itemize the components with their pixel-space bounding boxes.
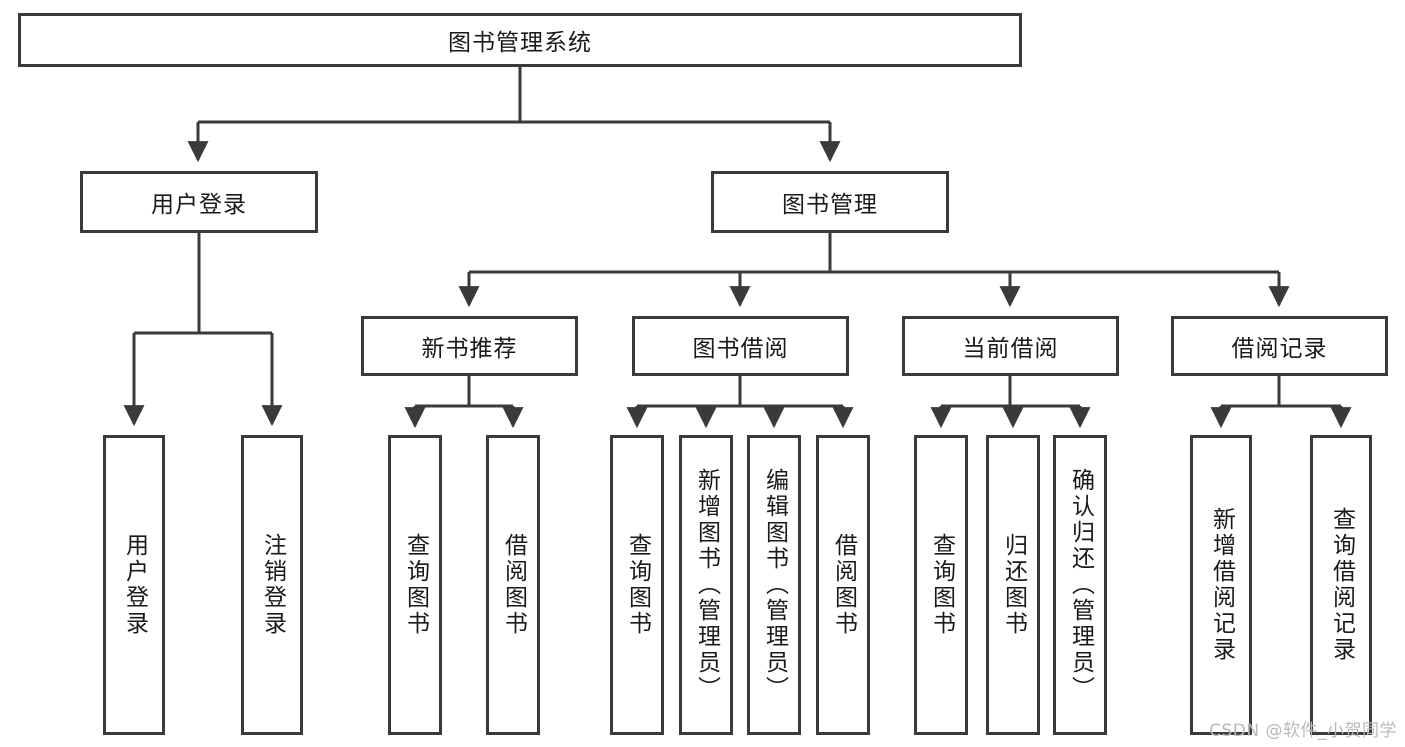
node-user-login[interactable]: 用户登录 bbox=[80, 171, 318, 233]
watermark: CSDN @软件_小贺同学 bbox=[1209, 721, 1397, 741]
node-book-borrow-label: 图书借阅 bbox=[692, 336, 789, 362]
node-leaf-query-record[interactable]: 查询借阅记录 bbox=[1310, 435, 1372, 735]
node-new-book-recommend-label: 新书推荐 bbox=[421, 336, 518, 362]
node-leaf-logout[interactable]: 注销登录 bbox=[241, 435, 303, 735]
node-leaf-confirm-return[interactable]: 确认归还（管理员） bbox=[1053, 435, 1107, 735]
node-leaf-borrow-book-bb[interactable]: 借阅图书 bbox=[816, 435, 870, 735]
node-borrow-record-label: 借阅记录 bbox=[1231, 336, 1328, 362]
node-leaf-query-record-label: 查询借阅记录 bbox=[1328, 507, 1355, 663]
node-leaf-confirm-return-label: 确认归还（管理员） bbox=[1067, 468, 1094, 702]
node-current-borrow[interactable]: 当前借阅 bbox=[902, 316, 1119, 376]
node-leaf-query-book-cb-label: 查询图书 bbox=[928, 533, 955, 637]
node-leaf-borrow-book-bb-label: 借阅图书 bbox=[830, 533, 857, 637]
node-leaf-user-login-label: 用户登录 bbox=[121, 533, 148, 637]
node-leaf-edit-book-label: 编辑图书（管理员） bbox=[761, 468, 788, 702]
node-root[interactable]: 图书管理系统 bbox=[18, 13, 1022, 67]
node-book-manage[interactable]: 图书管理 bbox=[711, 171, 949, 233]
node-user-login-label: 用户登录 bbox=[151, 192, 247, 218]
node-leaf-return-book[interactable]: 归还图书 bbox=[986, 435, 1040, 735]
node-leaf-logout-label: 注销登录 bbox=[259, 533, 286, 637]
node-borrow-record[interactable]: 借阅记录 bbox=[1171, 316, 1388, 376]
node-leaf-add-book-label: 新增图书（管理员） bbox=[693, 468, 720, 702]
node-leaf-borrow-book-nb-label: 借阅图书 bbox=[500, 533, 527, 637]
node-leaf-query-book-bb-label: 查询图书 bbox=[624, 533, 651, 637]
node-new-book-recommend[interactable]: 新书推荐 bbox=[361, 316, 578, 376]
node-leaf-query-book-bb[interactable]: 查询图书 bbox=[610, 435, 664, 735]
node-leaf-return-book-label: 归还图书 bbox=[1000, 533, 1027, 637]
node-leaf-query-book-nb[interactable]: 查询图书 bbox=[388, 435, 442, 735]
node-leaf-add-record-label: 新增借阅记录 bbox=[1208, 507, 1235, 663]
node-current-borrow-label: 当前借阅 bbox=[962, 336, 1059, 362]
node-leaf-borrow-book-nb[interactable]: 借阅图书 bbox=[486, 435, 540, 735]
node-leaf-edit-book[interactable]: 编辑图书（管理员） bbox=[747, 435, 801, 735]
node-leaf-user-login[interactable]: 用户登录 bbox=[103, 435, 165, 735]
node-book-borrow[interactable]: 图书借阅 bbox=[632, 316, 849, 376]
node-root-label: 图书管理系统 bbox=[448, 30, 592, 56]
node-leaf-query-book-cb[interactable]: 查询图书 bbox=[914, 435, 968, 735]
node-book-manage-label: 图书管理 bbox=[782, 192, 878, 218]
node-leaf-add-book[interactable]: 新增图书（管理员） bbox=[679, 435, 733, 735]
node-leaf-query-book-nb-label: 查询图书 bbox=[402, 533, 429, 637]
node-leaf-add-record[interactable]: 新增借阅记录 bbox=[1190, 435, 1252, 735]
